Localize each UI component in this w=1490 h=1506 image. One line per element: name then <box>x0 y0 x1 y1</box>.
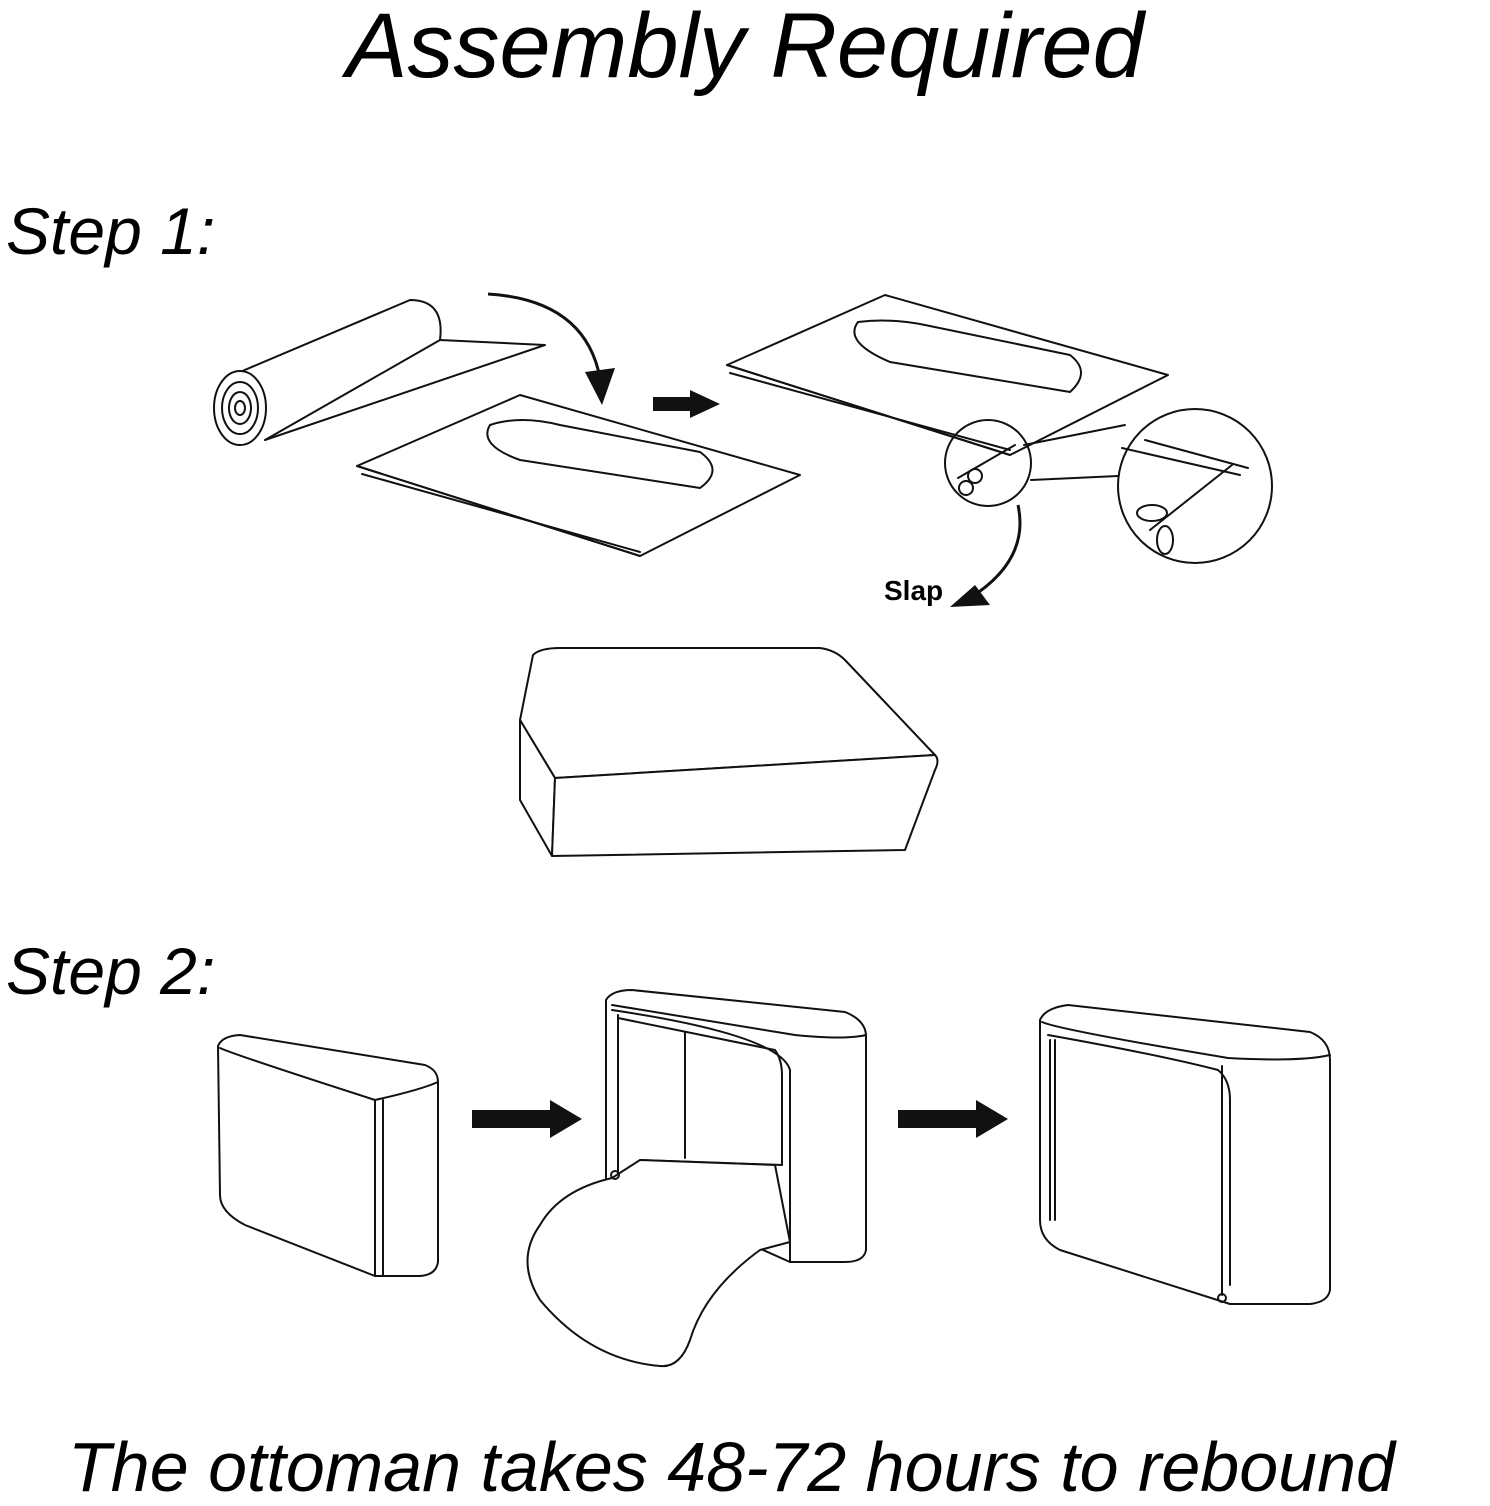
slap-arrow-icon <box>950 504 1022 607</box>
curved-arrow-icon <box>487 292 615 405</box>
rebound-note: The ottoman takes 48-72 hours to rebound <box>68 1428 1395 1506</box>
vacuum-package-icon <box>356 394 801 557</box>
slap-label: Slap <box>884 575 943 606</box>
step-2-illustration <box>217 989 1331 1368</box>
page-title: Assembly Required <box>346 0 1144 97</box>
cushion-icon <box>519 647 939 857</box>
rolled-package-icon <box>213 299 546 446</box>
step-1-label: Step 1: <box>6 194 216 268</box>
opened-package-icon <box>726 294 1169 456</box>
cushion-open-icon <box>526 989 867 1368</box>
cushion-closed-icon <box>217 1034 439 1277</box>
scissors-detail-icon <box>1023 408 1273 564</box>
arrow-right-icon <box>472 1100 582 1138</box>
cushion-covered-icon <box>1039 1004 1331 1305</box>
scissors-icon <box>944 419 1032 507</box>
arrow-right-icon <box>653 390 720 418</box>
step-2-label: Step 2: <box>6 934 216 1008</box>
arrow-right-icon <box>898 1100 1008 1138</box>
step-1-illustration: Slap <box>213 292 1273 857</box>
